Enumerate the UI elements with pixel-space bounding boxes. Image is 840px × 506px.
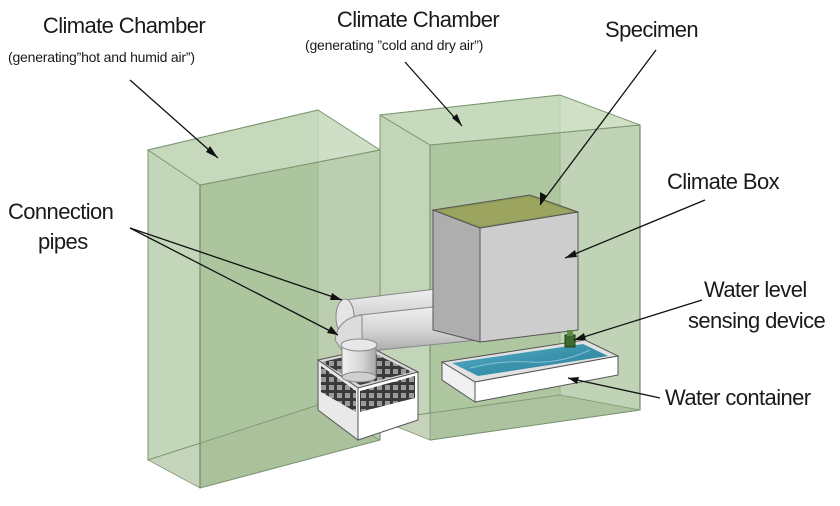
water-level-label-line1: Water level: [704, 277, 807, 302]
leader-left-chamber: [129, 79, 219, 159]
climate-box-left-face: [432, 209, 481, 343]
water-surface: [452, 344, 608, 376]
water-container-drawing: [440, 339, 620, 403]
connection-pipes-label-line1: Connection: [8, 199, 114, 224]
leader-pipe-upper: [129, 227, 343, 301]
climate-box-front-face: [479, 211, 579, 343]
water-level-label-line2: sensing device: [688, 308, 826, 333]
left-chamber-floor: [146, 404, 382, 489]
leader-specimen: [539, 49, 657, 206]
climate-box-drawing: [431, 194, 579, 343]
right-chamber-title: Climate Chamber: [336, 7, 500, 32]
leader-pipe-lower: [129, 227, 339, 336]
climate-box-label: Climate Box: [667, 169, 780, 194]
left-chamber-title: Climate Chamber: [42, 13, 206, 38]
water-level-sensor: [564, 330, 576, 348]
leader-lines: [129, 49, 706, 399]
water-container-label: Water container: [665, 385, 811, 410]
leader-water-level: [573, 299, 703, 341]
left-chamber-subtitle: (generating”hot and humid air”): [8, 49, 195, 65]
leader-climate-box: [564, 199, 706, 259]
connection-pipes-label-line2: pipes: [38, 229, 88, 254]
leader-water-container: [567, 377, 661, 399]
leader-right-chamber: [404, 61, 463, 127]
leader-arrowheads: [206, 114, 586, 384]
right-chamber-subtitle: (generating ”cold and dry air”): [305, 37, 484, 53]
specimen-label: Specimen: [605, 17, 699, 42]
